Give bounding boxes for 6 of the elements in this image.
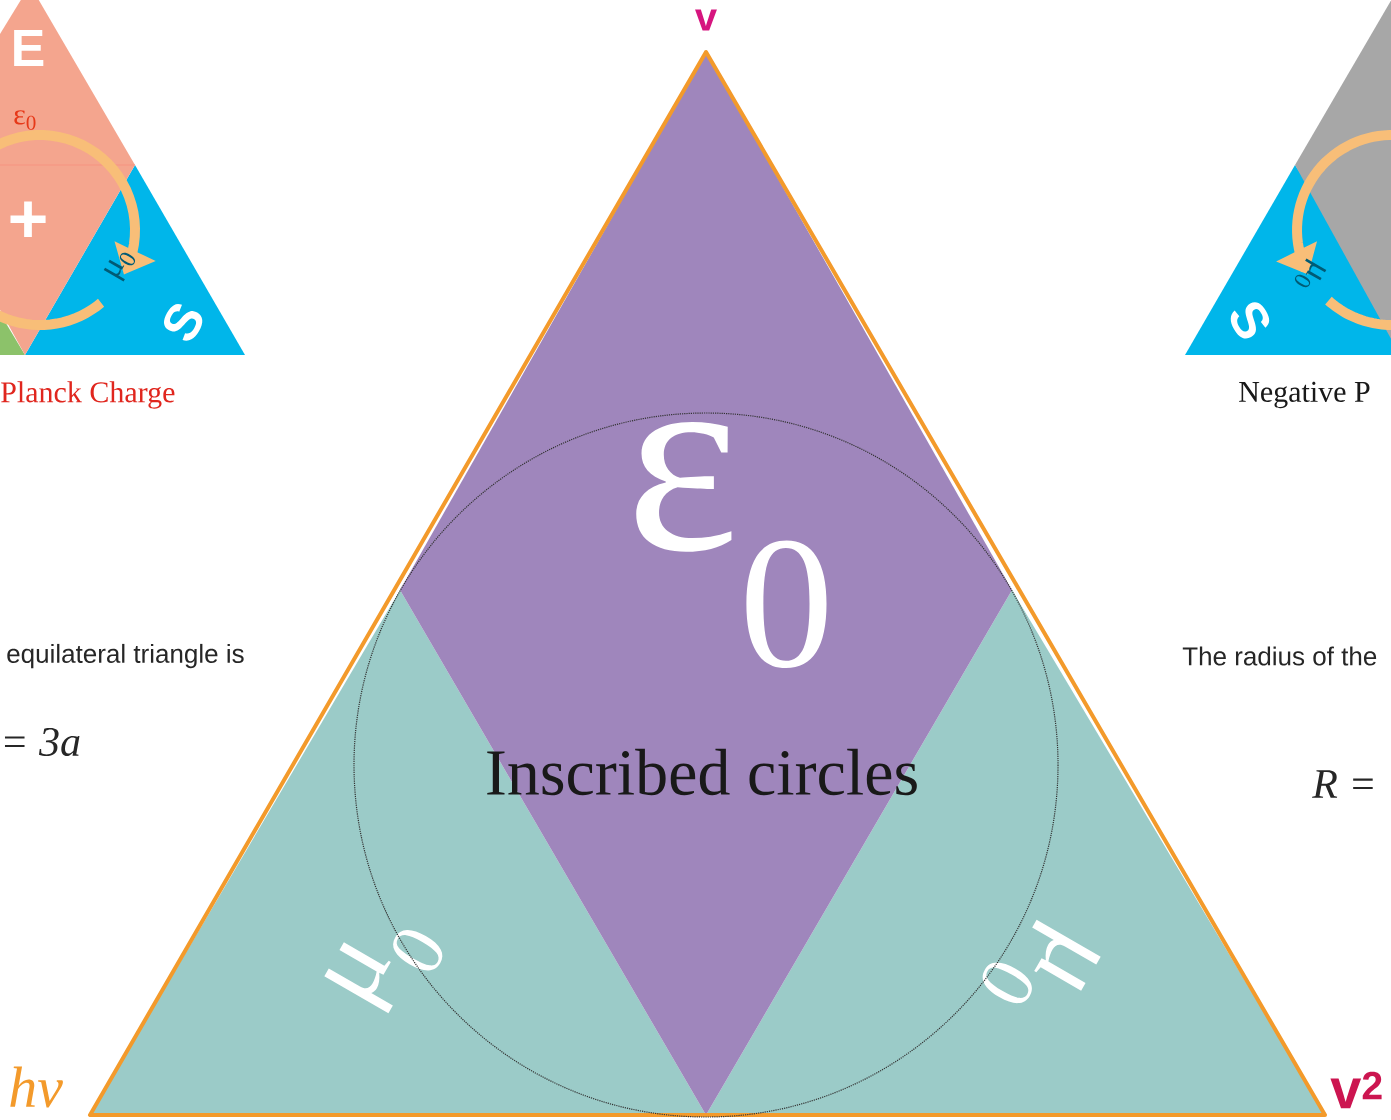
triangle-drawing: μ$_{0}$ S [1185, 0, 1391, 355]
triangle-drawing: E ε$_{0}$ + μ$_{0}$ S [0, 0, 245, 355]
node-label: Planck Charge [1, 381, 175, 409]
node-label: S [1230, 302, 1270, 339]
node-label: Negative P [1239, 381, 1370, 409]
node-label: S [163, 304, 203, 341]
